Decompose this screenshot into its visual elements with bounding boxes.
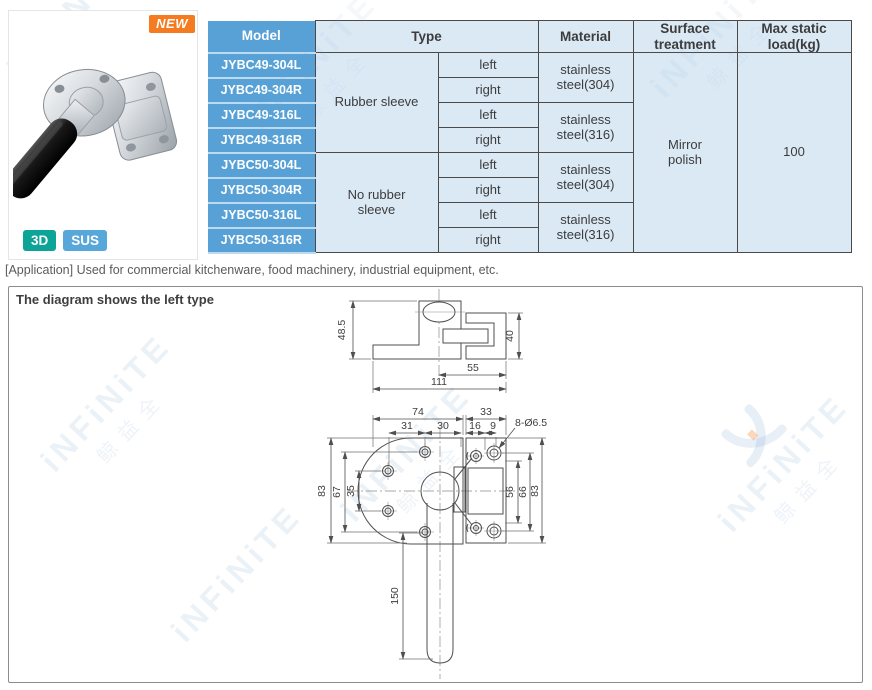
side-cell: left: [437, 52, 539, 79]
table-row: JYBC50-304L No rubber sleeve left stainl…: [208, 152, 851, 254]
model-cell: JYBC49-304L: [208, 52, 316, 79]
handle-outline: [426, 503, 454, 664]
dim-strike-width: 33: [480, 406, 492, 418]
load-cell: 100: [736, 52, 852, 254]
dim-right-66: 66: [517, 486, 529, 498]
side-cell: right: [437, 227, 539, 254]
header-model: Model: [208, 20, 316, 54]
model-cell: JYBC49-316L: [208, 102, 316, 129]
surface-cell: Mirror polish: [632, 52, 738, 254]
table-header-row: Model Type Material Surface treatment Ma…: [208, 19, 852, 54]
material-cell: stainless steel(304): [537, 52, 634, 104]
spec-table: Model Type Material Surface treatment Ma…: [208, 19, 852, 254]
sus-material-badge[interactable]: SUS: [63, 230, 108, 251]
dim-overall-width: 111: [431, 376, 447, 388]
material-cell: stainless steel(316): [537, 202, 634, 254]
dim-hole-right: 30: [437, 420, 449, 432]
model-cell: JYBC49-316R: [208, 127, 316, 154]
model-cell: JYBC50-304R: [208, 177, 316, 204]
table-row: JYBC50-316L left stainless steel(316): [208, 202, 851, 254]
view-3d-button[interactable]: 3D: [23, 230, 57, 251]
new-badge: NEW: [149, 15, 195, 33]
diagram-note: The diagram shows the left type: [16, 292, 214, 307]
front-view: 74 33 31 30 16 9: [316, 406, 547, 679]
header-material: Material: [537, 19, 634, 54]
dim-catch-height: 40: [504, 330, 516, 342]
header-type: Type: [314, 19, 539, 54]
side-cell: right: [437, 127, 539, 154]
table-row: JYBC50-304R right: [208, 177, 851, 204]
strike-plate-outline: [465, 437, 507, 544]
side-cell: left: [437, 152, 539, 179]
side-view: 48.5 40 55 111: [336, 289, 523, 393]
product-photo: [13, 68, 178, 199]
product-image-panel: NEW: [8, 10, 198, 260]
dim-edge-16: 16: [469, 420, 481, 432]
dim-side-height: 48.5: [336, 320, 348, 341]
handle-boss: [420, 471, 460, 511]
table-row: JYBC49-316R right: [208, 127, 851, 154]
technical-drawing: 48.5 40 55 111: [316, 289, 547, 679]
application-note: [Application] Used for commercial kitche…: [5, 263, 499, 277]
side-cell: right: [437, 77, 539, 104]
side-cell: left: [437, 202, 539, 229]
dim-hole-left: 31: [401, 420, 413, 432]
type-group-cell: Rubber sleeve: [314, 52, 439, 154]
model-cell: JYBC50-304L: [208, 152, 316, 179]
latch-tongue: [442, 328, 489, 344]
handle: [13, 98, 95, 199]
diagram-panel: 48.5 40 55 111: [8, 286, 863, 683]
table-row: JYBC49-304R right: [208, 77, 851, 104]
dim-handle-length: 150: [389, 587, 401, 605]
dim-left-67: 67: [331, 486, 343, 498]
model-cell: JYBC49-304R: [208, 77, 316, 104]
type-group-cell: No rubber sleeve: [314, 152, 439, 254]
dim-catch-offset: 55: [467, 362, 479, 374]
table-row: JYBC50-316R right: [208, 227, 851, 254]
side-cell: left: [437, 102, 539, 129]
dim-plate-width: 74: [412, 406, 424, 418]
dim-right-83: 83: [529, 485, 541, 497]
table-row: JYBC49-304L Rubber sleeve left stainless…: [208, 52, 852, 254]
header-surface: Surface treatment: [632, 19, 738, 54]
material-cell: stainless steel(316): [537, 102, 634, 154]
header-load: Max static load(kg): [736, 19, 852, 54]
material-cell: stainless steel(304): [537, 152, 634, 204]
model-cell: JYBC50-316R: [208, 227, 316, 254]
model-cell: JYBC50-316L: [208, 202, 316, 229]
dim-edge-9: 9: [490, 420, 496, 432]
dim-left-35: 35: [345, 485, 357, 497]
table-row: JYBC49-316L left stainless steel(316): [208, 102, 851, 154]
dim-left-83: 83: [316, 485, 328, 497]
dim-right-56: 56: [504, 486, 516, 498]
dim-holes-callout: 8-Ø6.5: [515, 417, 547, 429]
badge-row: 3D SUS: [23, 230, 108, 251]
side-cell: right: [437, 177, 539, 204]
strike-plate: [104, 71, 178, 161]
